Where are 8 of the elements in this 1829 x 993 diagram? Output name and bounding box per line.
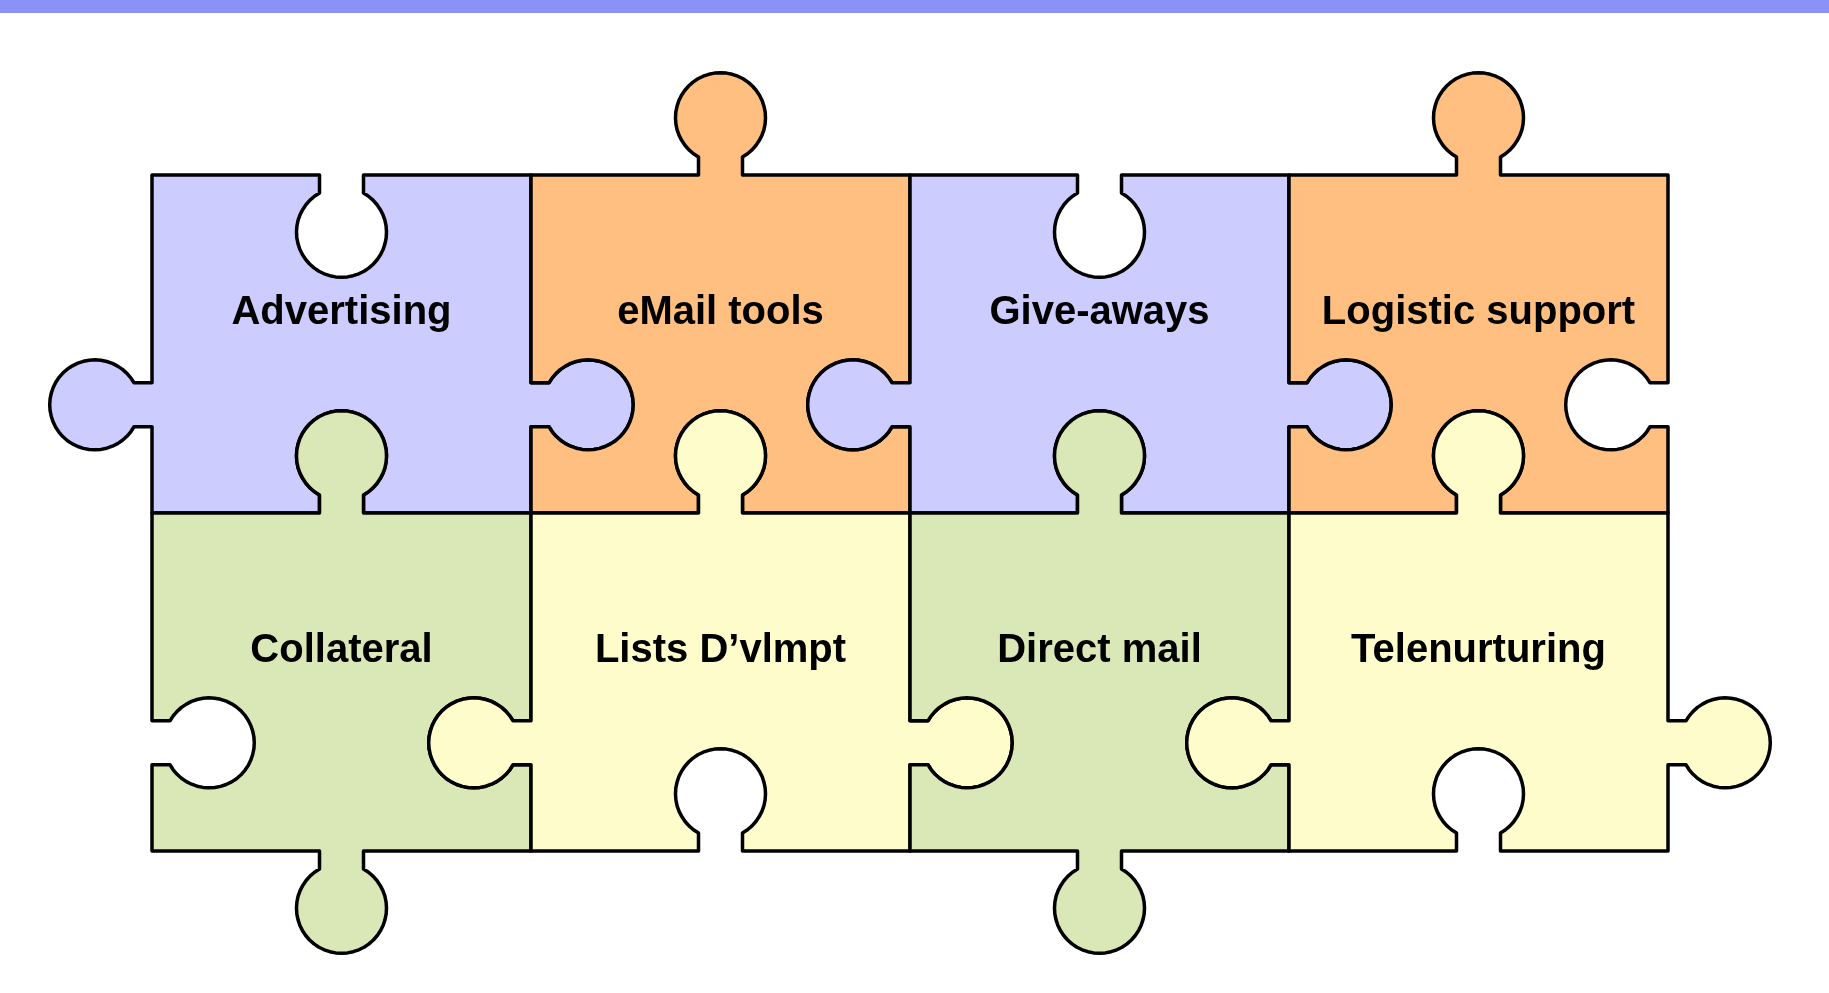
piece-label: Advertising <box>231 287 452 333</box>
piece-label: Give-aways <box>989 287 1210 333</box>
piece-label: Logistic support <box>1321 287 1636 333</box>
piece-label: Lists D’vlmpt <box>594 625 847 671</box>
piece-label: Direct mail <box>997 625 1202 671</box>
piece-label: Telenurturing <box>1351 625 1606 671</box>
piece-label: Collateral <box>250 625 433 671</box>
piece-label: eMail tools <box>617 287 824 333</box>
